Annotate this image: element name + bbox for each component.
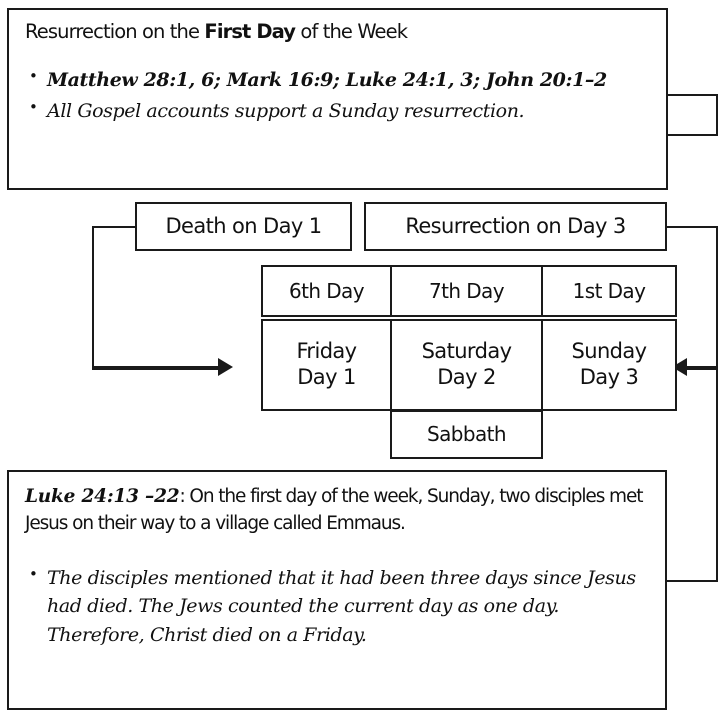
- event-box-death-label: Death on Day 1: [165, 213, 322, 238]
- ordinal-cell-1st-day: 1st Day: [541, 265, 677, 317]
- connector-resurrection-box-right-stub: [666, 134, 718, 136]
- day-cell-friday-label: Friday Day 1: [296, 339, 357, 389]
- connector-right-rail-mid: [716, 226, 718, 370]
- ordinal-cell-1st-day-label: 1st Day: [572, 278, 646, 303]
- ordinal-cell-6th-day-label: 6th Day: [289, 278, 365, 303]
- top-panel-bullet-summary: All Gospel accounts support a Sunday res…: [25, 96, 652, 126]
- top-panel-heading: Resurrection on the First Day of the Wee…: [25, 20, 652, 44]
- top-panel-bullets: Matthew 28:1, 6; Mark 16:9; Luke 24:1, 3…: [25, 65, 652, 126]
- connector-arrow-into-friday-line: [92, 366, 220, 370]
- bottom-panel-verse-ref: Luke 24:13 –22: [25, 486, 180, 507]
- ordinal-cell-6th-day: 6th Day: [261, 265, 392, 317]
- connector-resurrection-out: [666, 226, 718, 228]
- bottom-statement-panel: Luke 24:13 –22: On the first day of the …: [7, 470, 667, 710]
- connector-right-rail-lower: [716, 366, 718, 582]
- top-panel-heading-post: of the Week: [295, 20, 408, 43]
- event-box-resurrection-label: Resurrection on Day 3: [405, 213, 626, 238]
- connector-bottom-panel-right-stub: [666, 580, 718, 582]
- bottom-panel-bullets: The disciples mentioned that it had been…: [25, 563, 649, 650]
- top-panel-heading-pre: Resurrection on the: [25, 20, 205, 43]
- top-panel-bullet-scripture: Matthew 28:1, 6; Mark 16:9; Luke 24:1, 3…: [25, 65, 652, 95]
- connector-right-rail-upper: [716, 94, 718, 136]
- ordinal-cell-7th-day-label: 7th Day: [429, 278, 505, 303]
- ordinal-cell-7th-day: 7th Day: [390, 265, 543, 317]
- day-cell-saturday-label: Saturday Day 2: [421, 339, 512, 389]
- connector-left-rail: [92, 226, 94, 368]
- sabbath-cell-label: Sabbath: [427, 422, 507, 447]
- connector-arrow-into-sunday-line: [686, 366, 718, 370]
- connector-death-box-left-stub: [92, 226, 137, 228]
- bottom-panel-bullet-explanation: The disciples mentioned that it had been…: [25, 563, 649, 650]
- day-cell-sunday-label: Sunday Day 3: [571, 339, 648, 389]
- day-cell-sunday: Sunday Day 3: [541, 319, 677, 411]
- sabbath-cell: Sabbath: [390, 410, 543, 459]
- arrowhead-into-friday: [218, 358, 233, 376]
- day-cell-friday: Friday Day 1: [261, 319, 392, 411]
- bottom-panel-verse-text: : On the first day of the week, Sunday, …: [25, 486, 643, 534]
- top-panel-heading-bold: First Day: [204, 20, 296, 43]
- bottom-panel-verse: Luke 24:13 –22: On the first day of the …: [25, 484, 649, 538]
- top-statement-panel: Resurrection on the First Day of the Wee…: [7, 8, 668, 190]
- connector-top-panel-right-stub: [666, 94, 718, 96]
- event-box-resurrection: Resurrection on Day 3: [364, 202, 667, 251]
- event-box-death: Death on Day 1: [135, 202, 352, 251]
- day-cell-saturday: Saturday Day 2: [390, 319, 543, 411]
